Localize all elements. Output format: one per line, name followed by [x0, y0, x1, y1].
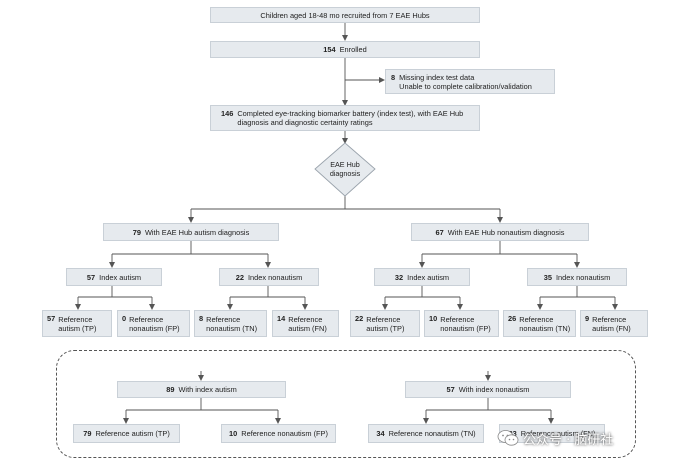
summary-tn-box: 34 Reference nonautism (TN) [368, 424, 484, 443]
diamond-label: EAE Hub diagnosis [315, 160, 375, 178]
with-index-nonautism-count: 57 [446, 385, 455, 394]
right-leaf-tn: 26 Reference nonautism (TN) [503, 310, 576, 337]
nonautism-diagnosis-box: 67 With EAE Hub nonautism diagnosis [411, 223, 589, 241]
left-fn-count: 14 [277, 314, 286, 323]
left-tn-count: 8 [199, 314, 204, 323]
with-index-autism-box: 89 With index autism [117, 381, 286, 398]
enrolled-count: 154 [323, 45, 336, 54]
right-tp-line1: Reference [366, 314, 401, 324]
right-tp-count: 22 [355, 314, 364, 323]
right-tn-line1: Reference [519, 314, 554, 324]
autism-diagnosis-box: 79 With EAE Hub autism diagnosis [103, 223, 279, 241]
right-leaf-fp: 10 Reference nonautism (FP) [424, 310, 499, 337]
right-fp-line1: Reference [440, 314, 475, 324]
with-index-nonautism-label: With index nonautism [458, 385, 530, 394]
right-fn-line2: autism (FN) [592, 323, 631, 333]
left-leaf-tp: 57 Reference autism (TP) [42, 310, 112, 337]
right-leaf-fn: 9 Reference autism (FN) [580, 310, 648, 337]
decision-diamond [314, 142, 376, 197]
watermark-text: 公众号 · 脑研社 [523, 432, 614, 448]
left-fp-count: 0 [122, 314, 127, 323]
with-index-autism-count: 89 [166, 385, 175, 394]
summary-fn-label: Reference autism (FN) [520, 429, 596, 438]
recruited-label: Children aged 18-48 mo recruited from 7 … [260, 10, 430, 20]
summary-fp-count: 10 [229, 429, 238, 438]
completed-line2: diagnosis and diagnostic certainty ratin… [237, 118, 373, 127]
missing-data-box: 8 Missing index test data Unable to comp… [385, 69, 555, 94]
summary-fn-count: 23 [508, 429, 517, 438]
left-index-nonautism-label: Index nonautism [248, 272, 303, 282]
with-index-nonautism-box: 57 With index nonautism [405, 381, 571, 398]
nonautism-diagnosis-label: With EAE Hub nonautism diagnosis [447, 227, 565, 237]
left-index-autism-box: 57 Index autism [66, 268, 162, 286]
left-index-autism-label: Index autism [99, 272, 142, 282]
completed-line1: Completed eye-tracking biomarker battery… [237, 109, 464, 118]
left-tp-line2: autism (TP) [58, 323, 97, 333]
right-fp-line2: nonautism (FP) [440, 323, 491, 333]
left-leaf-fn: 14 Reference autism (FN) [272, 310, 339, 337]
left-fp-line2: nonautism (FP) [129, 323, 180, 333]
diamond-label-line1: EAE Hub [330, 160, 360, 169]
missing-count: 8 [391, 73, 396, 82]
autism-diagnosis-label: With EAE Hub autism diagnosis [144, 227, 250, 237]
missing-reason-line2: Unable to complete calibration/validatio… [399, 82, 532, 91]
watermark: 公众号 · 脑研社 [497, 427, 613, 449]
summary-tn-count: 34 [376, 429, 385, 438]
summary-fp-box: 10 Reference nonautism (FP) [221, 424, 336, 443]
left-fn-line1: Reference [288, 314, 323, 324]
summary-tp-box: 79 Reference autism (TP) [73, 424, 180, 443]
right-index-nonautism-count: 35 [543, 272, 552, 282]
left-fn-line2: autism (FN) [288, 323, 327, 333]
right-tn-line2: nonautism (TN) [519, 323, 571, 333]
left-fp-line1: Reference [129, 314, 164, 324]
completed-count: 146 [221, 109, 234, 118]
nonautism-diagnosis-count: 67 [435, 227, 444, 237]
left-tn-line1: Reference [206, 314, 241, 324]
right-tn-count: 26 [508, 314, 517, 323]
right-tp-line2: autism (TP) [366, 323, 405, 333]
left-index-nonautism-box: 22 Index nonautism [219, 268, 319, 286]
left-tp-line1: Reference [58, 314, 93, 324]
right-index-autism-box: 32 Index autism [374, 268, 470, 286]
summary-fn-box: 23 Reference autism (FN) [499, 424, 605, 443]
right-leaf-tp: 22 Reference autism (TP) [350, 310, 420, 337]
left-index-nonautism-count: 22 [235, 272, 244, 282]
right-fn-line1: Reference [592, 314, 627, 324]
wechat-icon [497, 429, 519, 447]
summary-tn-label: Reference nonautism (TN) [388, 429, 476, 438]
completed-box: 146 Completed eye-tracking biomarker bat… [210, 105, 480, 131]
left-leaf-tn: 8 Reference nonautism (TN) [194, 310, 267, 337]
missing-reason-line1: Missing index test data [399, 73, 475, 82]
summary-fp-label: Reference nonautism (FP) [241, 429, 328, 438]
left-tn-line2: nonautism (TN) [206, 323, 258, 333]
left-leaf-fp: 0 Reference nonautism (FP) [117, 310, 190, 337]
summary-tp-label: Reference autism (TP) [95, 429, 170, 438]
right-index-nonautism-label: Index nonautism [556, 272, 611, 282]
left-tp-count: 57 [47, 314, 56, 323]
right-index-autism-label: Index autism [407, 272, 450, 282]
left-index-autism-count: 57 [86, 272, 96, 282]
summary-dashed-region [56, 350, 636, 458]
summary-tp-count: 79 [83, 429, 92, 438]
enrolled-box: 154 Enrolled [210, 41, 480, 58]
right-index-autism-count: 32 [394, 272, 404, 282]
diamond-label-line2: diagnosis [329, 169, 361, 178]
right-index-nonautism-box: 35 Index nonautism [527, 268, 627, 286]
right-fp-count: 10 [429, 314, 438, 323]
right-fn-count: 9 [585, 314, 590, 323]
with-index-autism-label: With index autism [178, 385, 237, 394]
autism-diagnosis-count: 79 [132, 227, 141, 237]
enrolled-label: Enrolled [339, 45, 367, 54]
recruited-box: Children aged 18-48 mo recruited from 7 … [210, 7, 480, 23]
